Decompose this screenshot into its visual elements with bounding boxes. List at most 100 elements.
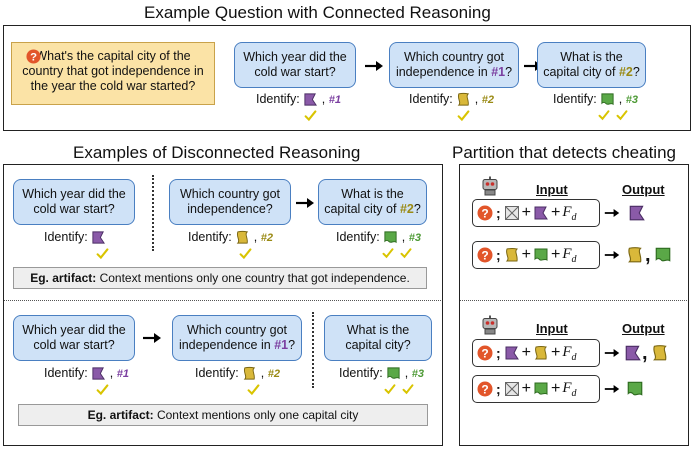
robot-icon (480, 176, 500, 196)
checkmark-icon (457, 109, 470, 122)
green-fact-icon (654, 246, 672, 264)
partition-panel: Input Output ; + + Fd ; + + Fd , Input O… (459, 164, 689, 446)
identify-row-2: Identify: , #2 (188, 230, 273, 245)
identify-row-3: Identify: , #3 (339, 366, 424, 381)
purple-fact-icon (533, 205, 549, 221)
arrow-icon (604, 250, 620, 260)
disconnected-panel: Which year did the cold war start? Which… (3, 164, 443, 446)
arrow-icon (364, 60, 384, 72)
question-text: Which country got independence? (179, 187, 281, 216)
checkmark-icon (598, 109, 610, 121)
arrow-icon (604, 384, 620, 394)
partition-row-2: ; + + Fd (472, 241, 600, 269)
yellow-fact-icon (651, 344, 669, 362)
disconnected-title: Examples of Disconnected Reasoning (73, 143, 361, 162)
question-icon (477, 381, 493, 397)
artifact-label: Eg. artifact: (87, 408, 154, 422)
identify-row-2: Identify: , #2 (409, 92, 494, 107)
partition-row-3: ; + + Fd (472, 339, 600, 367)
main-question-text: What's the capital city of the country t… (22, 49, 204, 93)
yellow-fact-icon (456, 92, 471, 107)
checkmark-icon (96, 383, 109, 396)
partition-title: Partition that detects cheating (452, 143, 676, 162)
partition-row-1: ; + + Fd (472, 199, 600, 227)
separator-dotted (152, 175, 154, 251)
question-text: Which country got independence in #1? (178, 323, 296, 352)
purple-fact-icon (303, 92, 318, 107)
purple-fact-icon (91, 366, 106, 381)
connected-title: Example Question with Connected Reasonin… (144, 3, 491, 22)
green-fact-icon (386, 366, 401, 381)
question-text: What is the capital city of #2? (324, 187, 421, 216)
identify-row-1: Identify: , #1 (256, 92, 341, 107)
checkmark-icon (239, 247, 252, 260)
checkmark-icon (304, 109, 317, 122)
purple-fact-icon (504, 345, 520, 361)
checkmark-icon (96, 247, 109, 260)
green-fact-icon (600, 92, 615, 107)
question-text: What is the capital city of #2? (543, 50, 640, 79)
yellow-fact-icon (242, 366, 257, 381)
input-header: Input (536, 321, 568, 336)
output-header: Output (622, 321, 665, 336)
checkmark-icon (382, 247, 394, 259)
question-icon (477, 247, 493, 263)
purple-fact-icon (91, 230, 106, 245)
arrow-icon (604, 208, 620, 218)
example-separator (4, 300, 441, 301)
group-separator (460, 300, 687, 301)
empty-box-icon (504, 381, 520, 397)
connected-question-1: Which year did the cold war start? (234, 42, 356, 88)
artifact-text: Context mentions only one country that g… (96, 271, 410, 285)
question-text: Which year did the cold war start? (22, 323, 126, 352)
identify-row-2: Identify: , #2 (195, 366, 280, 381)
question-text: What is the capital city? (345, 323, 411, 352)
artifact-box-1: Eg. artifact: Context mentions only one … (13, 267, 427, 289)
main-question: What's the capital city of the country t… (11, 42, 215, 105)
disconnected2-question-2: Which country got independence in #1? (172, 315, 302, 361)
arrow-icon (142, 332, 162, 344)
green-fact-icon (533, 247, 549, 263)
comma: , (642, 342, 648, 364)
yellow-fact-icon (504, 247, 520, 263)
empty-box-icon (504, 205, 520, 221)
artifact-box-2: Eg. artifact: Context mentions only one … (18, 404, 428, 426)
yellow-fact-icon (235, 230, 250, 245)
checkmark-icon (402, 383, 414, 395)
disconnected1-question-2: Which country got independence? (169, 179, 291, 225)
connected-question-3: What is the capital city of #2? (537, 42, 646, 88)
disconnected2-question-3: What is the capital city? (324, 315, 432, 361)
green-fact-icon (383, 230, 398, 245)
artifact-label: Eg. artifact: (30, 271, 97, 285)
purple-fact-icon (628, 204, 646, 222)
arrow-icon (295, 197, 315, 209)
disconnected2-question-1: Which year did the cold war start? (13, 315, 135, 361)
separator-dotted (312, 312, 314, 388)
connected-panel: What's the capital city of the country t… (3, 25, 691, 131)
disconnected1-question-3: What is the capital city of #2? (318, 179, 427, 225)
identify-row-1: Identify: (44, 230, 106, 245)
robot-icon (480, 315, 500, 335)
connected-question-2: Which country got independence in #1? (389, 42, 519, 88)
arrow-icon (604, 348, 620, 358)
green-fact-icon (533, 381, 549, 397)
question-icon (477, 205, 493, 221)
question-icon (26, 49, 41, 64)
question-text: Which year did the cold war start? (22, 187, 126, 216)
checkmark-icon (400, 247, 412, 259)
identify-row-1: Identify: , #1 (44, 366, 129, 381)
checkmark-icon (247, 383, 260, 396)
purple-fact-icon (624, 344, 642, 362)
comma: , (645, 244, 651, 266)
question-text: Which country got independence in #1? (395, 50, 513, 79)
identify-row-3: Identify: , #3 (553, 92, 638, 107)
question-icon (477, 345, 493, 361)
checkmark-icon (616, 109, 628, 121)
yellow-fact-icon (533, 345, 549, 361)
output-header: Output (622, 182, 665, 197)
green-fact-icon (626, 380, 644, 398)
question-text: Which year did the cold war start? (243, 50, 347, 79)
identify-row-3: Identify: , #3 (336, 230, 421, 245)
checkmark-icon (384, 383, 396, 395)
partition-row-4: ; + + Fd (472, 375, 600, 403)
